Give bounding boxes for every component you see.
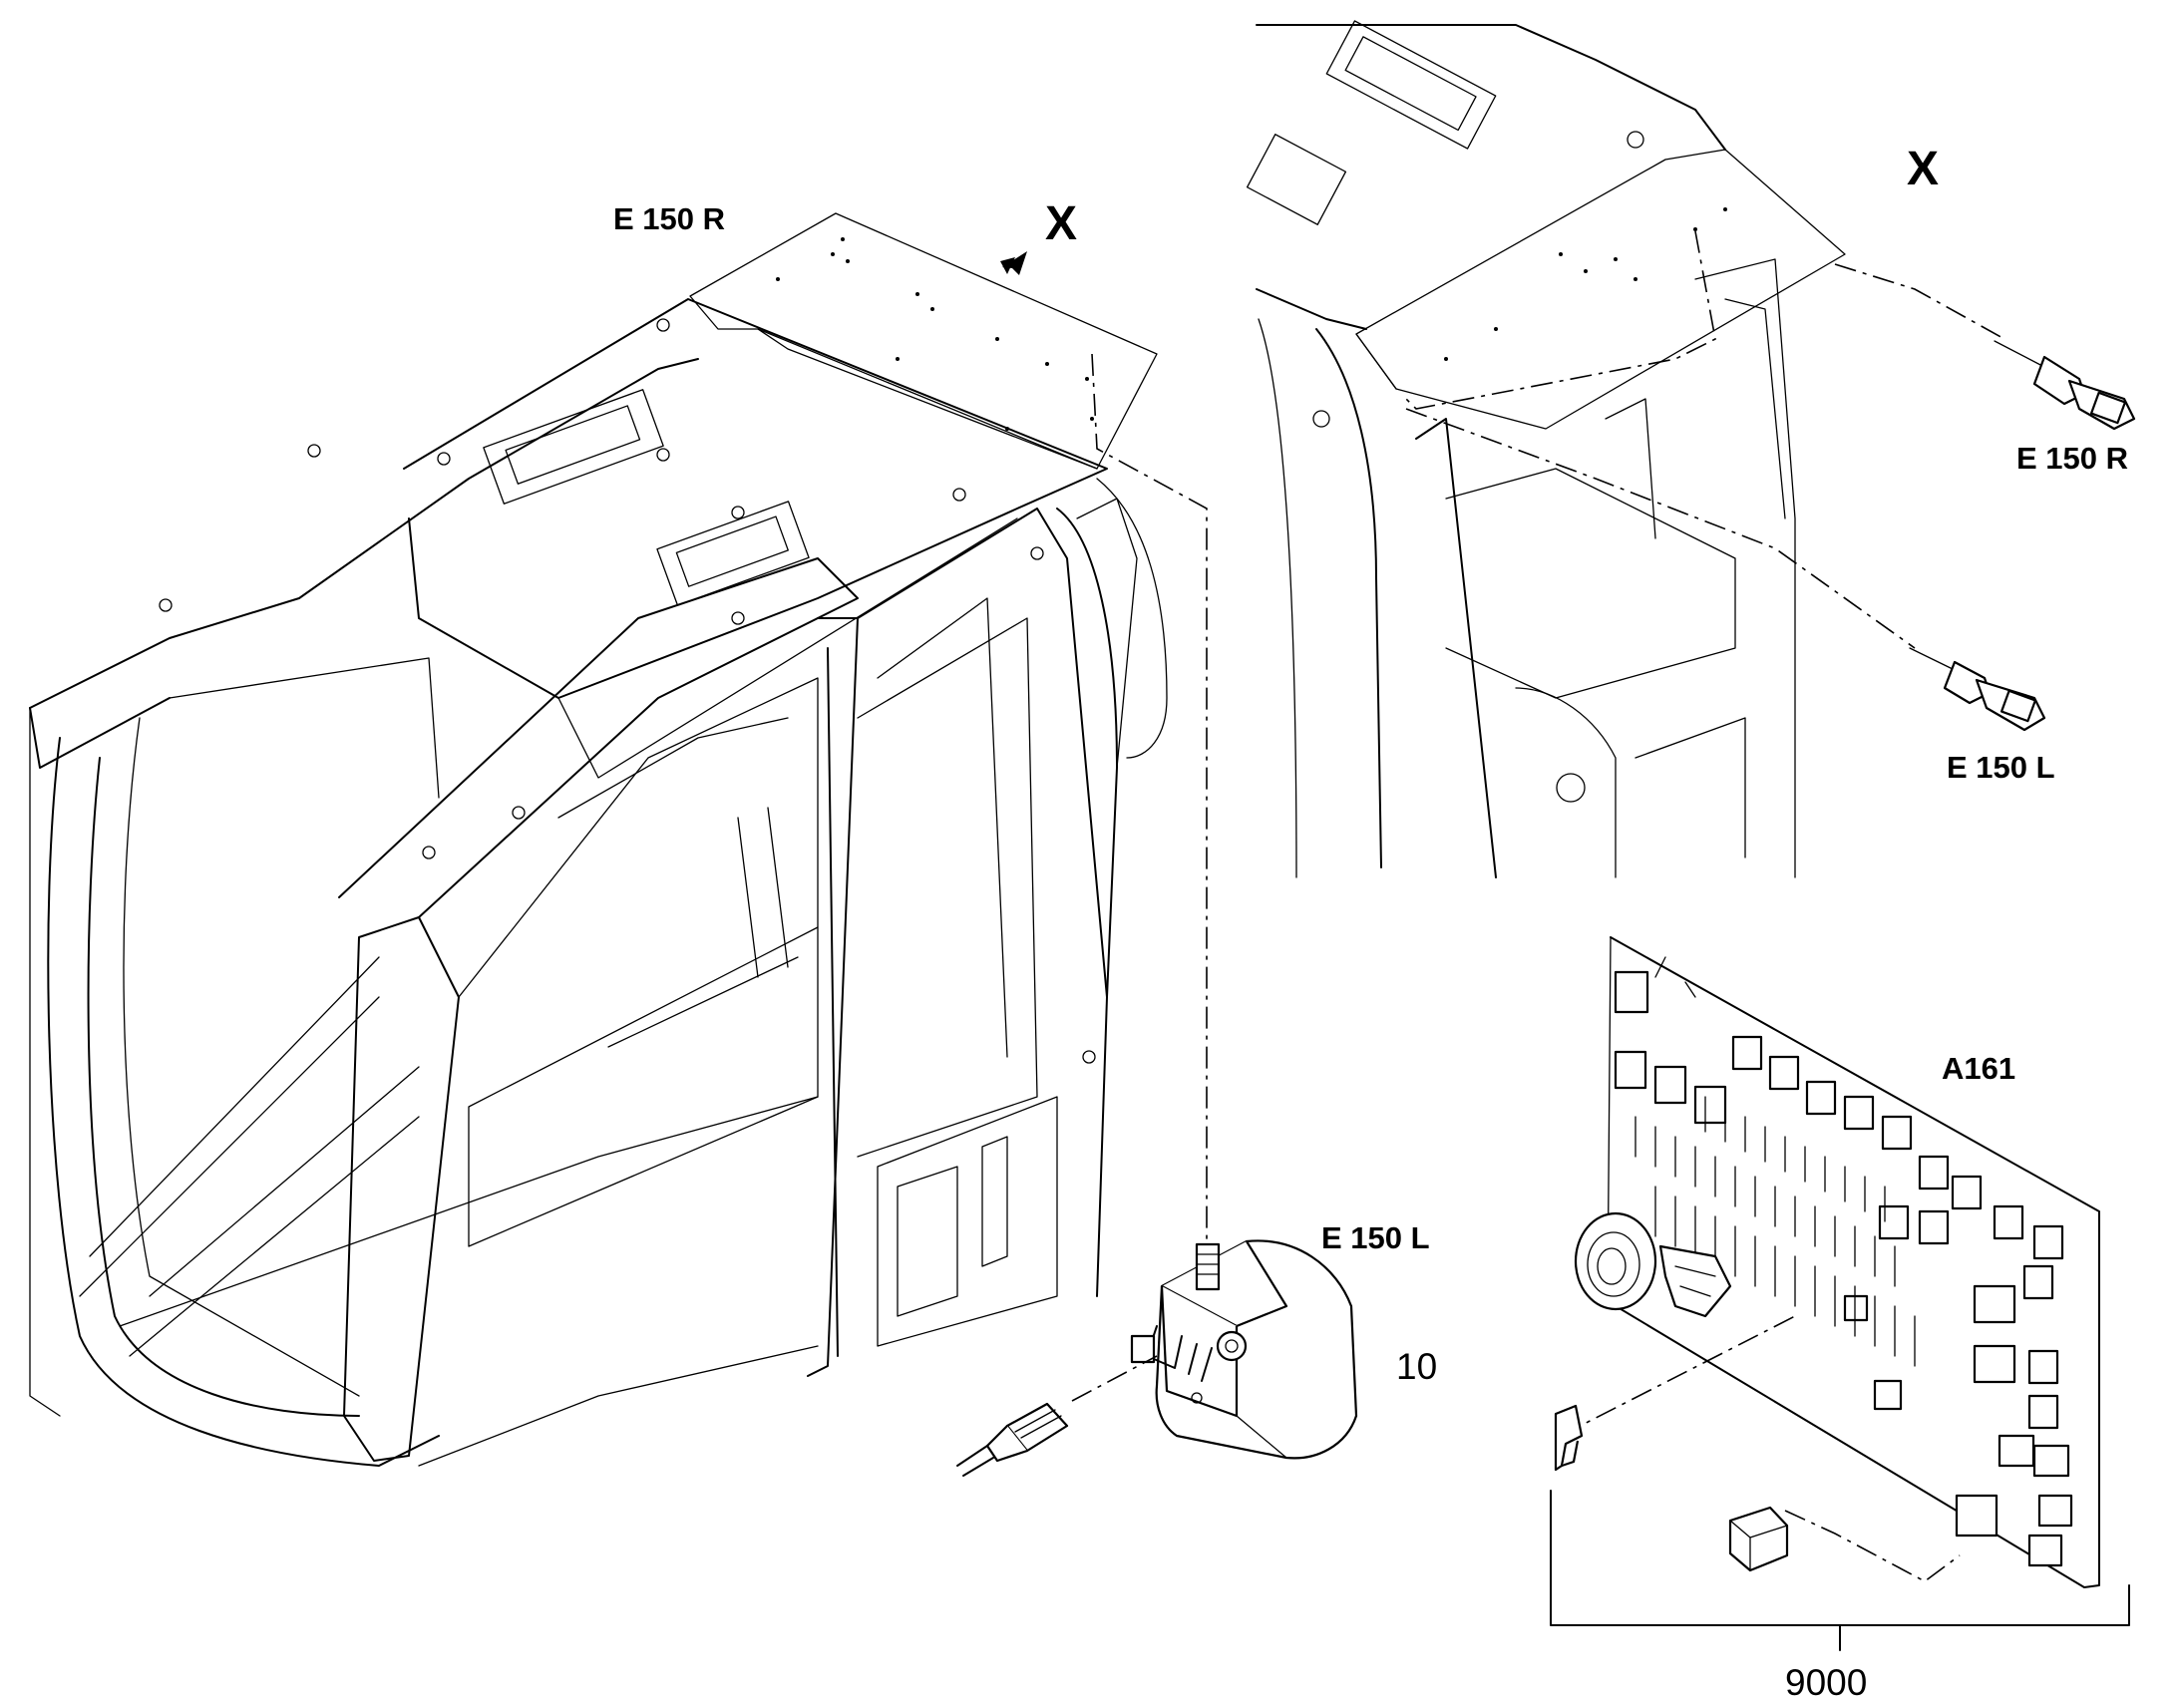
label-a161: A161 [1942, 1051, 2015, 1086]
label-detail-view-x: X [1907, 143, 1939, 195]
roof-rivets [776, 237, 1094, 431]
detail-view-x [1246, 0, 2136, 882]
label-main-e150r: E 150 R [613, 201, 725, 236]
part-10-sensor [1130, 1239, 1358, 1460]
label-part-10: 10 [1396, 1346, 1437, 1387]
detail-connector-l [1909, 647, 2046, 732]
leader-relay [1784, 1510, 1961, 1582]
cab-assembly-drawing [29, 212, 1168, 1467]
leader-roof-to-part-10 [1091, 353, 1208, 1256]
label-main-e150l: E 150 L [1321, 1220, 1430, 1255]
label-detail-e150r: E 150 R [2016, 441, 2128, 476]
cab-bolts [159, 318, 1096, 1064]
a161-fuse-board [1574, 936, 2100, 1588]
fuse-row [1635, 1096, 1916, 1367]
detail-connector-r [1994, 340, 2136, 431]
fuse-part [1554, 1404, 1584, 1472]
view-x-arrow [1002, 251, 1027, 275]
leader-plug-to-part-10 [1071, 1355, 1158, 1402]
relay-part [1728, 1506, 1789, 1572]
label-main-view-x: X [1045, 197, 1077, 250]
label-part-9000: 9000 [1785, 1662, 1867, 1703]
leader-fuse [1560, 1315, 1796, 1437]
label-detail-e150l: E 150 L [1947, 750, 2055, 785]
connector-plug [956, 1402, 1069, 1477]
